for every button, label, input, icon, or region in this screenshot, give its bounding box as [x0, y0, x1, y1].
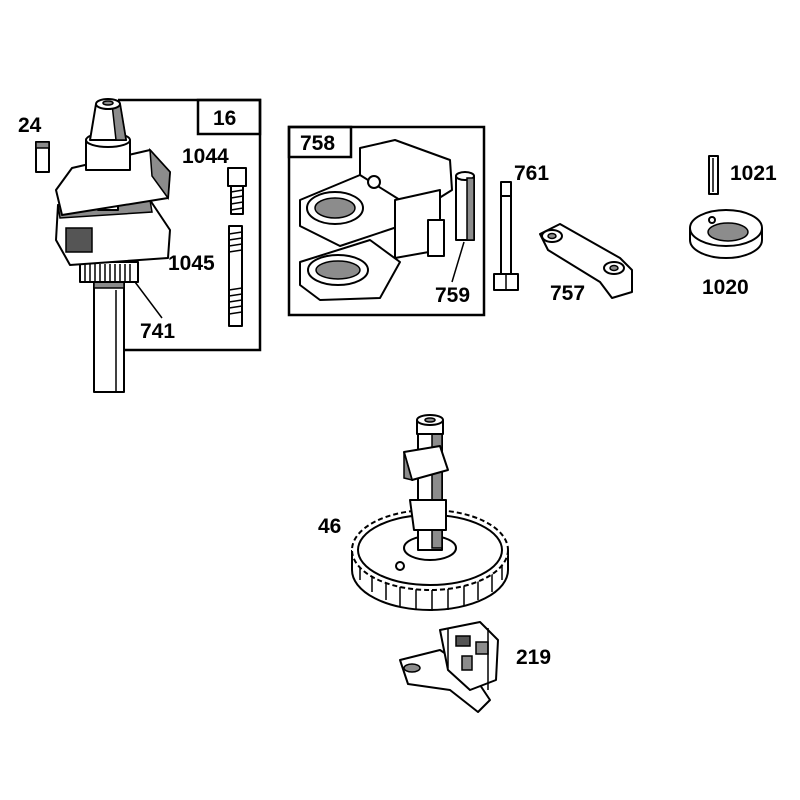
- callout-758: 758: [300, 132, 335, 155]
- part-1045-stud: [228, 225, 243, 327]
- callout-1045: 1045: [168, 252, 215, 275]
- part-219-governor: [399, 621, 499, 713]
- part-758-bracket: [299, 139, 453, 301]
- leader-759: [451, 241, 465, 283]
- callout-24: 24: [18, 114, 42, 137]
- callout-761: 761: [514, 162, 549, 185]
- callout-219: 219: [516, 646, 551, 669]
- part-1020-collar: [689, 209, 763, 259]
- part-761-bolt: [493, 181, 519, 291]
- callout-46: 46: [318, 515, 341, 538]
- kit-16-box: [118, 98, 262, 352]
- part-759-pin: [455, 171, 475, 241]
- part-46-camshaft: [351, 414, 509, 611]
- part-24-key: [35, 141, 50, 173]
- callout-1021: 1021: [730, 162, 777, 185]
- callout-16: 16: [213, 107, 236, 130]
- part-741-crankshaft: [55, 98, 171, 393]
- leader-741: [134, 281, 163, 319]
- part-1044-screw: [227, 167, 247, 215]
- callout-757: 757: [550, 282, 585, 305]
- callout-1020: 1020: [702, 276, 749, 299]
- part-757-link: [539, 223, 633, 299]
- kit-758-box: [287, 125, 486, 317]
- callout-741: 741: [140, 320, 175, 343]
- part-1021-pin: [708, 155, 719, 195]
- callout-1044: 1044: [182, 145, 229, 168]
- callout-759: 759: [435, 284, 470, 307]
